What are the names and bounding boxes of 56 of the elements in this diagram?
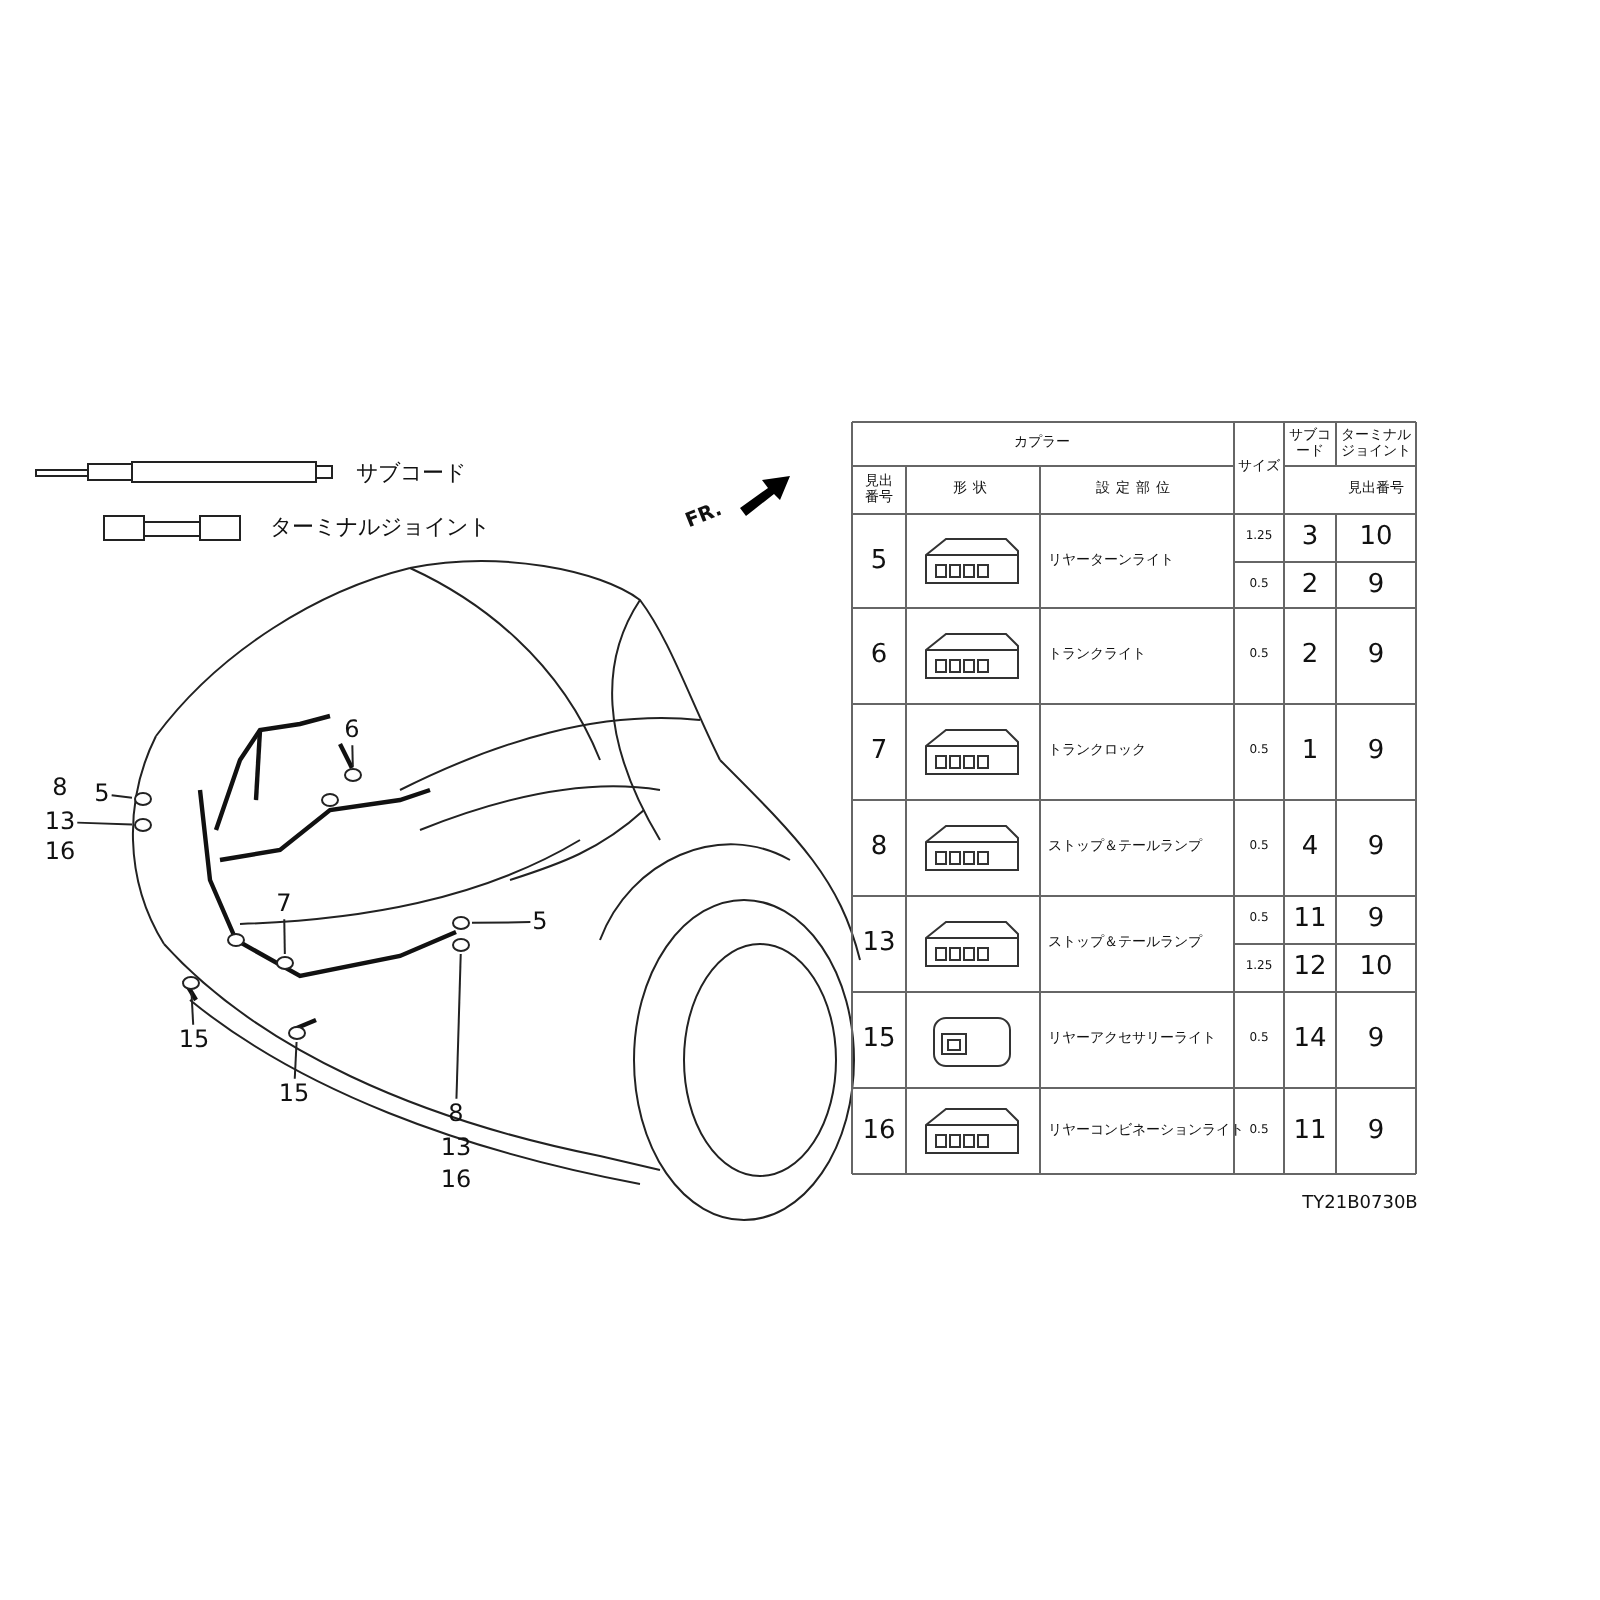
callout-number: 8	[52, 774, 68, 802]
sub-cord-number: 11	[1293, 905, 1327, 935]
callout-number: 5	[94, 780, 110, 808]
joint-number: 10	[1359, 523, 1393, 553]
leader-line	[293, 1041, 298, 1080]
row-number: 5	[870, 546, 888, 576]
drawing-code: TY21B0730B	[1302, 1196, 1418, 1216]
leader-line	[190, 991, 195, 1026]
leader-line	[283, 918, 286, 955]
connector-part	[182, 976, 200, 990]
joint-number: 9	[1367, 641, 1385, 671]
joint-number: 9	[1367, 1025, 1385, 1055]
row-number: 6	[870, 641, 888, 671]
legend-text: サブコード	[356, 461, 466, 487]
callout-number: 6	[344, 716, 360, 744]
connector-part	[276, 956, 294, 970]
row-number: 15	[862, 1025, 896, 1055]
callout-number: 16	[44, 838, 76, 866]
joint-number: 9	[1367, 833, 1385, 863]
connector-part	[452, 916, 470, 930]
joint-number: 9	[1367, 1116, 1385, 1146]
row-number: 13	[862, 929, 896, 959]
sub-cord-number: 2	[1301, 641, 1319, 671]
callout-number: 15	[278, 1080, 310, 1108]
joint-number: 9	[1367, 905, 1385, 935]
sub-cord-number: 4	[1301, 833, 1319, 863]
connector-part	[134, 792, 152, 806]
joint-number: 10	[1359, 953, 1393, 983]
joint-number: 9	[1367, 737, 1385, 767]
callout-number: 15	[178, 1026, 210, 1054]
leader-line	[110, 794, 133, 799]
callout-number: 13	[440, 1134, 472, 1162]
connector-part	[344, 768, 362, 782]
row-number: 7	[870, 737, 888, 767]
leader-line	[351, 744, 354, 767]
sub-cord-number: 2	[1301, 571, 1319, 601]
sub-cord-number: 12	[1293, 953, 1327, 983]
callout-number: 13	[44, 808, 76, 836]
connector-part	[288, 1026, 306, 1040]
sub-cord-number: 11	[1293, 1116, 1327, 1146]
leader-line	[455, 953, 462, 1100]
leader-line	[76, 821, 133, 826]
direction-label: FR.	[682, 498, 726, 534]
leader-line	[471, 921, 532, 924]
callout-number: 5	[532, 908, 548, 936]
row-number: 16	[862, 1116, 896, 1146]
legend-text: ターミナルジョイント	[270, 515, 490, 541]
callout-number: 7	[276, 890, 292, 918]
joint-number: 9	[1367, 571, 1385, 601]
row-number: 8	[870, 833, 888, 863]
callout-number: 16	[440, 1166, 472, 1194]
connector-part	[452, 938, 470, 952]
sub-cord-number: 3	[1301, 523, 1319, 553]
sub-cord-number: 1	[1301, 737, 1319, 767]
sub-cord-number: 14	[1293, 1025, 1327, 1055]
connector-part	[134, 818, 152, 832]
